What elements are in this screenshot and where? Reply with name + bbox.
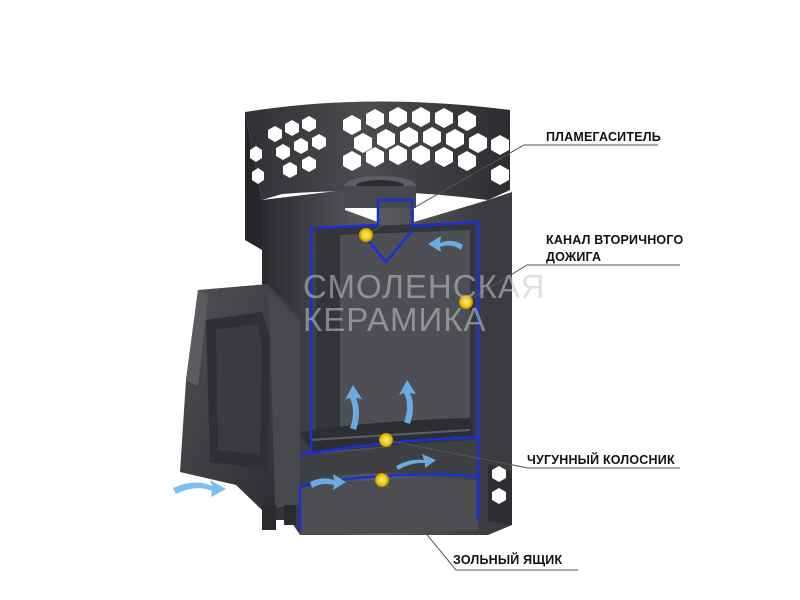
airflow-arrows — [173, 236, 463, 497]
label-flame-arrester: ПЛАМЕГАСИТЕЛЬ — [546, 130, 661, 144]
stove-door — [180, 284, 300, 530]
marker-cast-iron-grate — [379, 433, 393, 447]
leader-flame-arrester — [365, 144, 658, 236]
label-ash-box: ЗОЛЬНЫЙ ЯЩИК — [453, 553, 563, 567]
leader-cast-iron-grate — [385, 439, 680, 469]
firebox-airflow-arrow-2 — [399, 380, 416, 424]
firebox-airflow-arrow-1 — [345, 385, 362, 430]
ashbox-airflow-arrow-2 — [396, 454, 436, 470]
ashbox-airflow-arrow-1 — [310, 474, 346, 490]
secondary-airflow-arrow — [428, 236, 463, 252]
label-secondary-channel-line-1: КАНАЛ ВТОРИЧНОГО — [546, 233, 684, 247]
label-cast-iron-grate: ЧУГУННЫЙ КОЛОСНИК — [527, 453, 675, 467]
leader-lines — [365, 144, 680, 571]
leader-secondary-channel — [465, 264, 680, 303]
inlet-airflow-arrow — [173, 480, 226, 497]
leader-ash-box — [381, 479, 578, 571]
callout-markers — [359, 228, 473, 487]
marker-flame-arrester — [359, 228, 373, 242]
marker-secondary-channel — [459, 295, 473, 309]
label-secondary-channel-line-2: ДОЖИГА — [546, 250, 602, 264]
marker-ash-box — [375, 473, 389, 487]
